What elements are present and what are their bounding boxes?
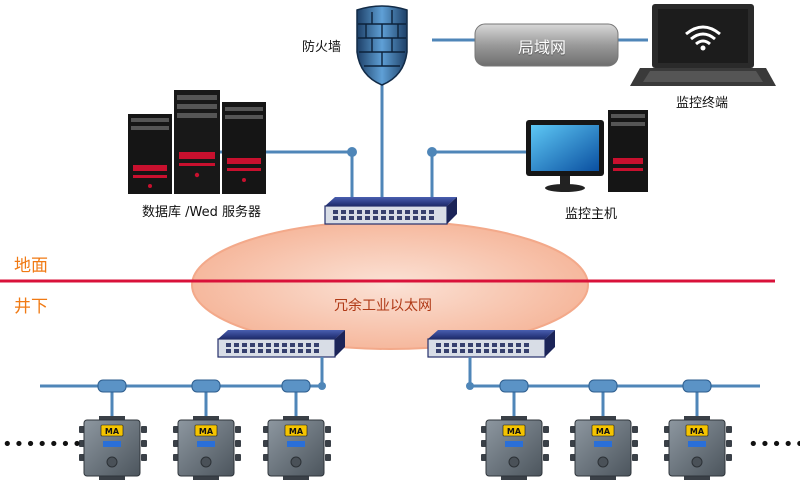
lan-label: 局域网	[518, 38, 567, 57]
junction-box-icon: MA	[481, 416, 549, 480]
ma-badge-text: MA	[596, 427, 611, 436]
server-tower-icon	[128, 114, 172, 194]
cable-coupler-icon	[97, 379, 712, 393]
cable-joint	[466, 382, 474, 390]
laptop-icon	[630, 4, 776, 86]
cable-joint	[318, 382, 326, 390]
firewall-label: 防火墙	[302, 40, 342, 55]
redundant-ring-ellipse	[191, 220, 589, 350]
cable-joint	[347, 147, 357, 157]
core-switch-icon	[324, 197, 457, 225]
junction-box-icon: MA	[664, 416, 732, 480]
bottom-cables	[40, 357, 760, 418]
underground-switch-right-icon	[427, 330, 555, 358]
servers-label: 数据库 /Wed 服务器	[142, 205, 261, 220]
junction-box-icon: MA	[173, 416, 241, 480]
lan-cloud-icon	[474, 23, 619, 67]
ma-badge-text: MA	[507, 427, 522, 436]
monitor-host-icon	[526, 110, 648, 192]
monitor-host-label: 监控主机	[565, 207, 618, 222]
ma-badge-text: MA	[105, 427, 120, 436]
monitor-terminal-label: 监控终端	[676, 96, 729, 111]
ma-badge-text: MA	[199, 427, 214, 436]
server-tower-icon	[222, 102, 266, 194]
surface-zone-label: 地面	[14, 256, 48, 276]
junction-box-icon: MA	[79, 416, 147, 480]
ma-badge-text: MA	[690, 427, 705, 436]
ellipsis-left: •••••••	[2, 434, 84, 455]
underground-switch-left-icon	[217, 330, 345, 358]
junction-box-icon: MA	[263, 416, 331, 480]
ellipsis-right: •••••••	[748, 434, 800, 455]
underground-zone-label: 井下	[14, 297, 48, 317]
ring-network-label: 冗余工业以太网	[334, 298, 432, 314]
cable-joint	[427, 147, 437, 157]
firewall-icon	[356, 5, 408, 86]
junction-box-icon: MA	[570, 416, 638, 480]
server-tower-icon	[174, 90, 220, 194]
ma-badge-text: MA	[289, 427, 304, 436]
